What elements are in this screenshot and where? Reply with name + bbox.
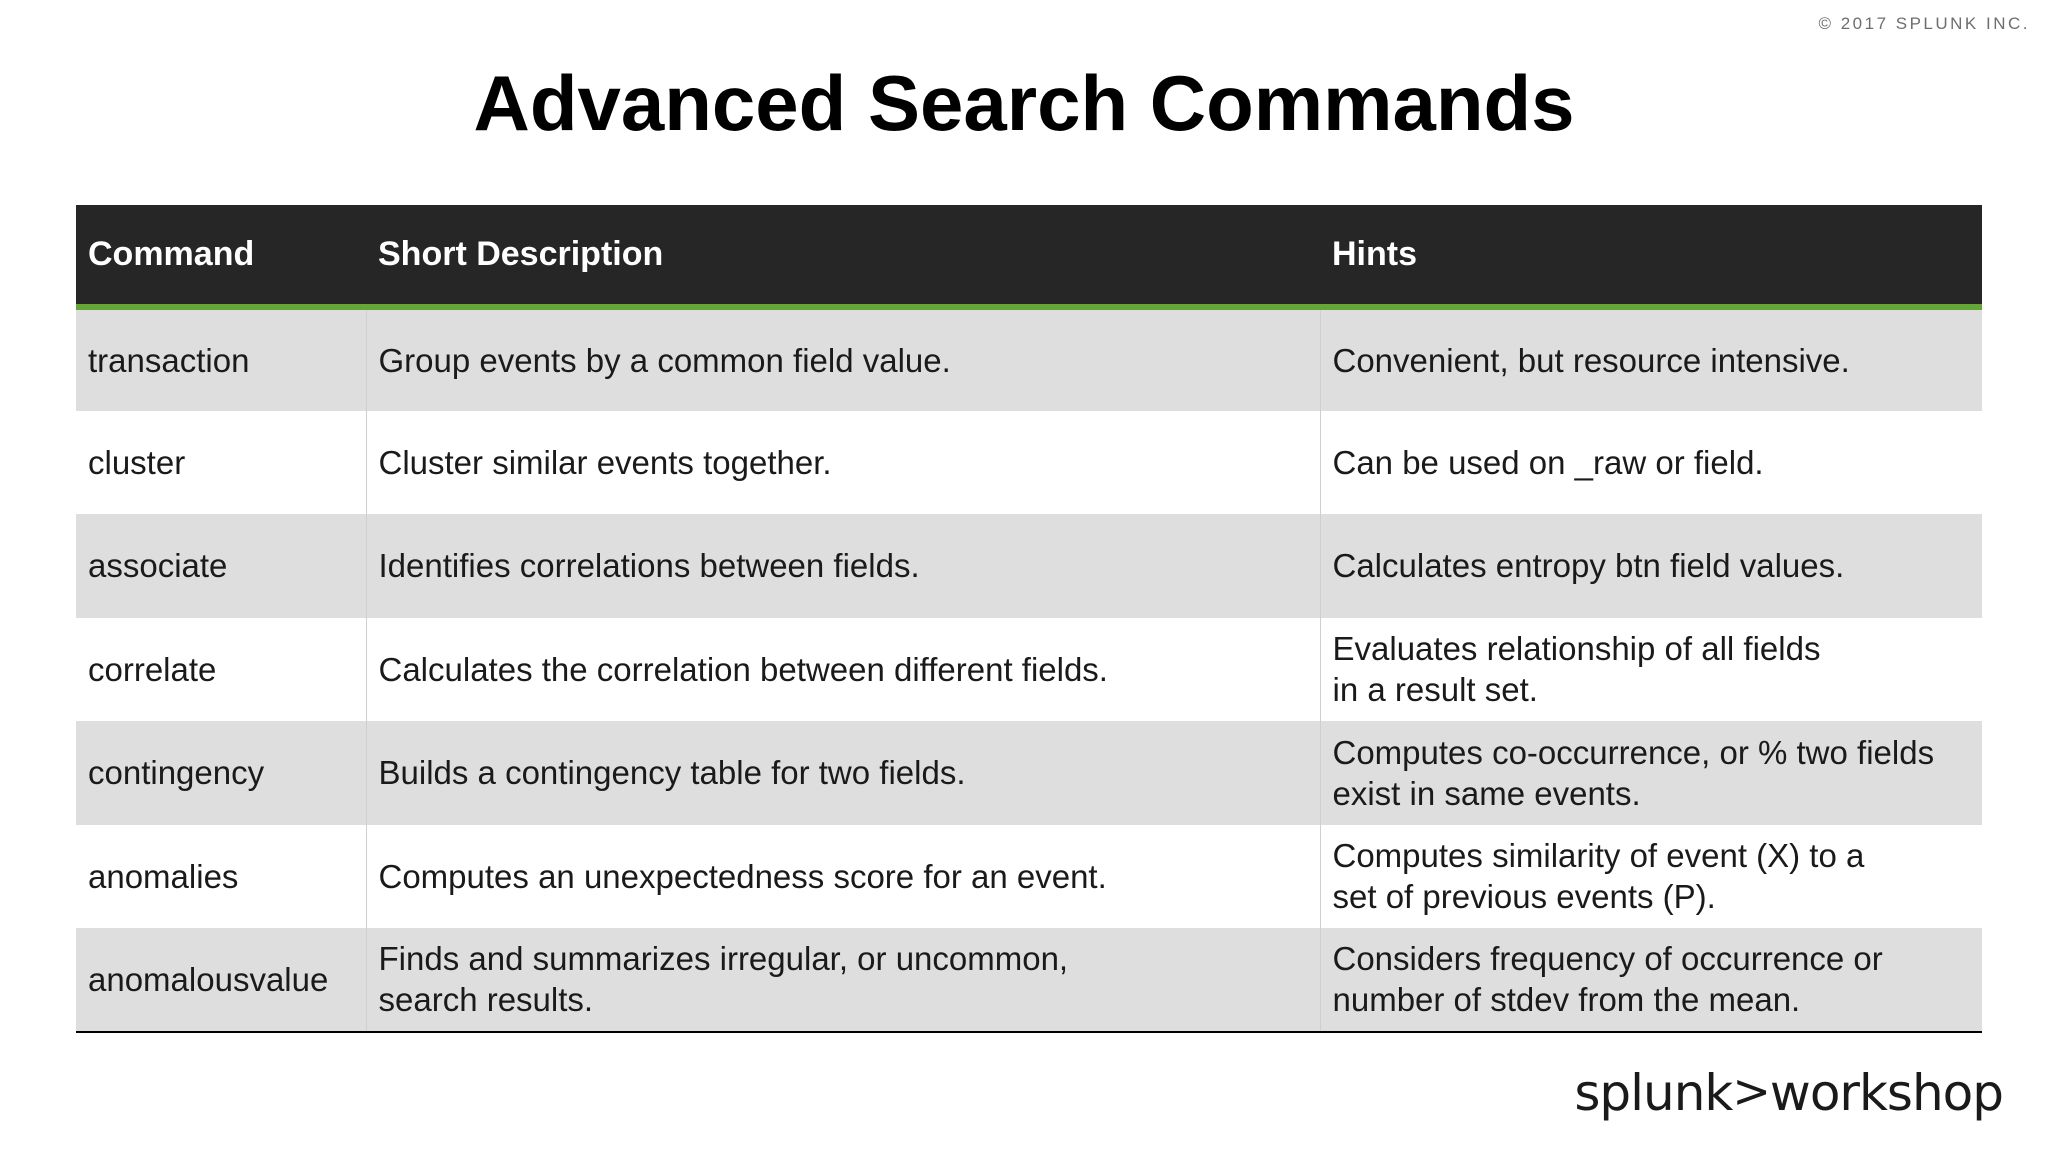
hint-line: Evaluates relationship of all fields (1332, 630, 1821, 668)
hint-line: Computes co-occurrence, or % two fields (1332, 733, 1935, 771)
hints-cell: Convenient, but resource intensive. (1319, 307, 1982, 411)
column-header-command: Command (76, 205, 366, 310)
hints-cell: Computes co-occurrence, or % two fields … (1319, 721, 1982, 825)
logo-chevron-icon: > (1732, 1064, 1771, 1118)
hints-cell: Considers frequency of occurrence or num… (1319, 928, 1982, 1033)
description-cell: Builds a contingency table for two field… (365, 721, 1320, 825)
description-line: Group events by a common field value. (378, 341, 951, 379)
hint-line: Convenient, but resource intensive. (1332, 341, 1850, 379)
description-line: Calculates the correlation between diffe… (378, 650, 1108, 688)
commands-table: Command Short Description Hints transact… (76, 205, 1982, 1033)
splunk-workshop-logo: splunk>workshop (1574, 1064, 2004, 1122)
hint-line: Computes similarity of event (X) to a (1332, 837, 1865, 875)
command-cell: anomalies (76, 824, 366, 928)
table-header-row: Command Short Description Hints (76, 205, 1982, 310)
copyright-notice: © 2017 SPLUNK INC. (1818, 14, 2030, 33)
table-row: transaction Group events by a common fie… (76, 307, 1982, 411)
description-line: Computes an unexpectedness score for an … (378, 857, 1107, 895)
hints-cell: Evaluates relationship of all fields in … (1319, 617, 1982, 721)
logo-word-splunk: splunk (1574, 1064, 1733, 1122)
column-header-description: Short Description (366, 205, 1320, 310)
command-cell: anomalousvalue (76, 928, 366, 1033)
table-row: contingency Builds a contingency table f… (76, 721, 1982, 825)
table-row: correlate Calculates the correlation bet… (76, 617, 1982, 721)
command-cell: contingency (76, 721, 366, 825)
table-row: anomalousvalue Finds and summarizes irre… (76, 928, 1982, 1033)
hint-line: Calculates entropy btn field values. (1332, 547, 1845, 585)
hint-line: in a result set. (1332, 671, 1538, 709)
description-cell: Calculates the correlation between diffe… (365, 617, 1320, 721)
description-cell: Computes an unexpectedness score for an … (365, 824, 1320, 928)
description-line: Cluster similar events together. (378, 443, 832, 481)
description-cell: Finds and summarizes irregular, or uncom… (365, 928, 1320, 1033)
hint-line: number of stdev from the mean. (1332, 981, 1801, 1019)
description-cell: Group events by a common field value. (365, 307, 1320, 411)
command-cell: transaction (76, 307, 366, 411)
hint-line: exist in same events. (1332, 774, 1641, 812)
table-row: anomalies Computes an unexpectedness sco… (76, 824, 1982, 928)
description-line: Finds and summarizes irregular, or uncom… (378, 940, 1069, 978)
logo-word-workshop: workshop (1769, 1064, 2004, 1122)
description-cell: Identifies correlations between fields. (365, 514, 1320, 618)
table-row: associate Identifies correlations betwee… (76, 514, 1982, 618)
description-line: Identifies correlations between fields. (378, 547, 920, 585)
hints-cell: Can be used on _raw or field. (1319, 410, 1982, 514)
description-line: search results. (378, 981, 594, 1019)
description-cell: Cluster similar events together. (365, 410, 1320, 514)
table-row: cluster Cluster similar events together.… (76, 410, 1982, 514)
command-cell: cluster (76, 410, 366, 514)
hints-cell: Computes similarity of event (X) to a se… (1319, 824, 1982, 928)
description-line: Builds a contingency table for two field… (378, 754, 966, 792)
column-header-hints: Hints (1320, 205, 1982, 310)
hint-line: Considers frequency of occurrence or (1332, 940, 1883, 978)
page-title: Advanced Search Commands (473, 59, 1575, 147)
hints-cell: Calculates entropy btn field values. (1319, 514, 1982, 618)
hint-line: Can be used on _raw or field. (1332, 443, 1764, 481)
command-cell: correlate (76, 617, 366, 721)
hint-line: set of previous events (P). (1332, 878, 1716, 916)
command-cell: associate (76, 514, 366, 618)
